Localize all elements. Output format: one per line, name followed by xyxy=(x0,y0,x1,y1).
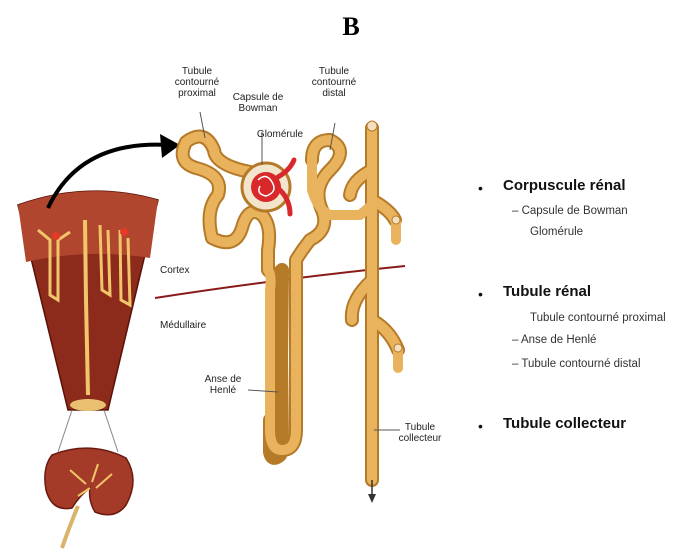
label-glomerule: Glomérule xyxy=(252,129,308,140)
legend-collecteur-title: Tubule collecteur xyxy=(503,415,626,432)
label-henle: Anse de Henlé xyxy=(196,374,250,396)
legend-tubule-item: – Anse de Henlé xyxy=(512,334,596,346)
kidney-section xyxy=(18,191,158,411)
legend-tubule-title: Tubule rénal xyxy=(503,283,591,300)
kidney-icon xyxy=(45,448,133,548)
legend-corpuscule-title: Corpuscule rénal xyxy=(503,177,626,194)
zoom-lines xyxy=(58,410,118,452)
legend-corpuscule-item: Glomérule xyxy=(530,226,583,238)
label-distal: Tubule contourné distal xyxy=(306,66,362,99)
label-cortex: Cortex xyxy=(160,265,189,276)
legend-corpuscule-item: – Capsule de Bowman xyxy=(512,205,628,217)
legend-tubule-item: Tubule contourné proximal xyxy=(530,312,666,324)
glomerulus xyxy=(242,160,294,214)
label-proximal: Tubule contourné proximal xyxy=(166,66,228,99)
nephron xyxy=(183,121,402,503)
panel-letter: B xyxy=(336,12,366,42)
label-medullaire: Médullaire xyxy=(160,320,206,331)
label-collecteur: Tubule collecteur xyxy=(394,422,446,444)
legend-bullet: • xyxy=(478,418,483,434)
legend-bullet: • xyxy=(478,180,483,196)
legend-tubule-item: – Tubule contourné distal xyxy=(512,358,641,370)
label-capsule: Capsule de Bowman xyxy=(228,92,288,114)
legend-bullet: • xyxy=(478,286,483,302)
